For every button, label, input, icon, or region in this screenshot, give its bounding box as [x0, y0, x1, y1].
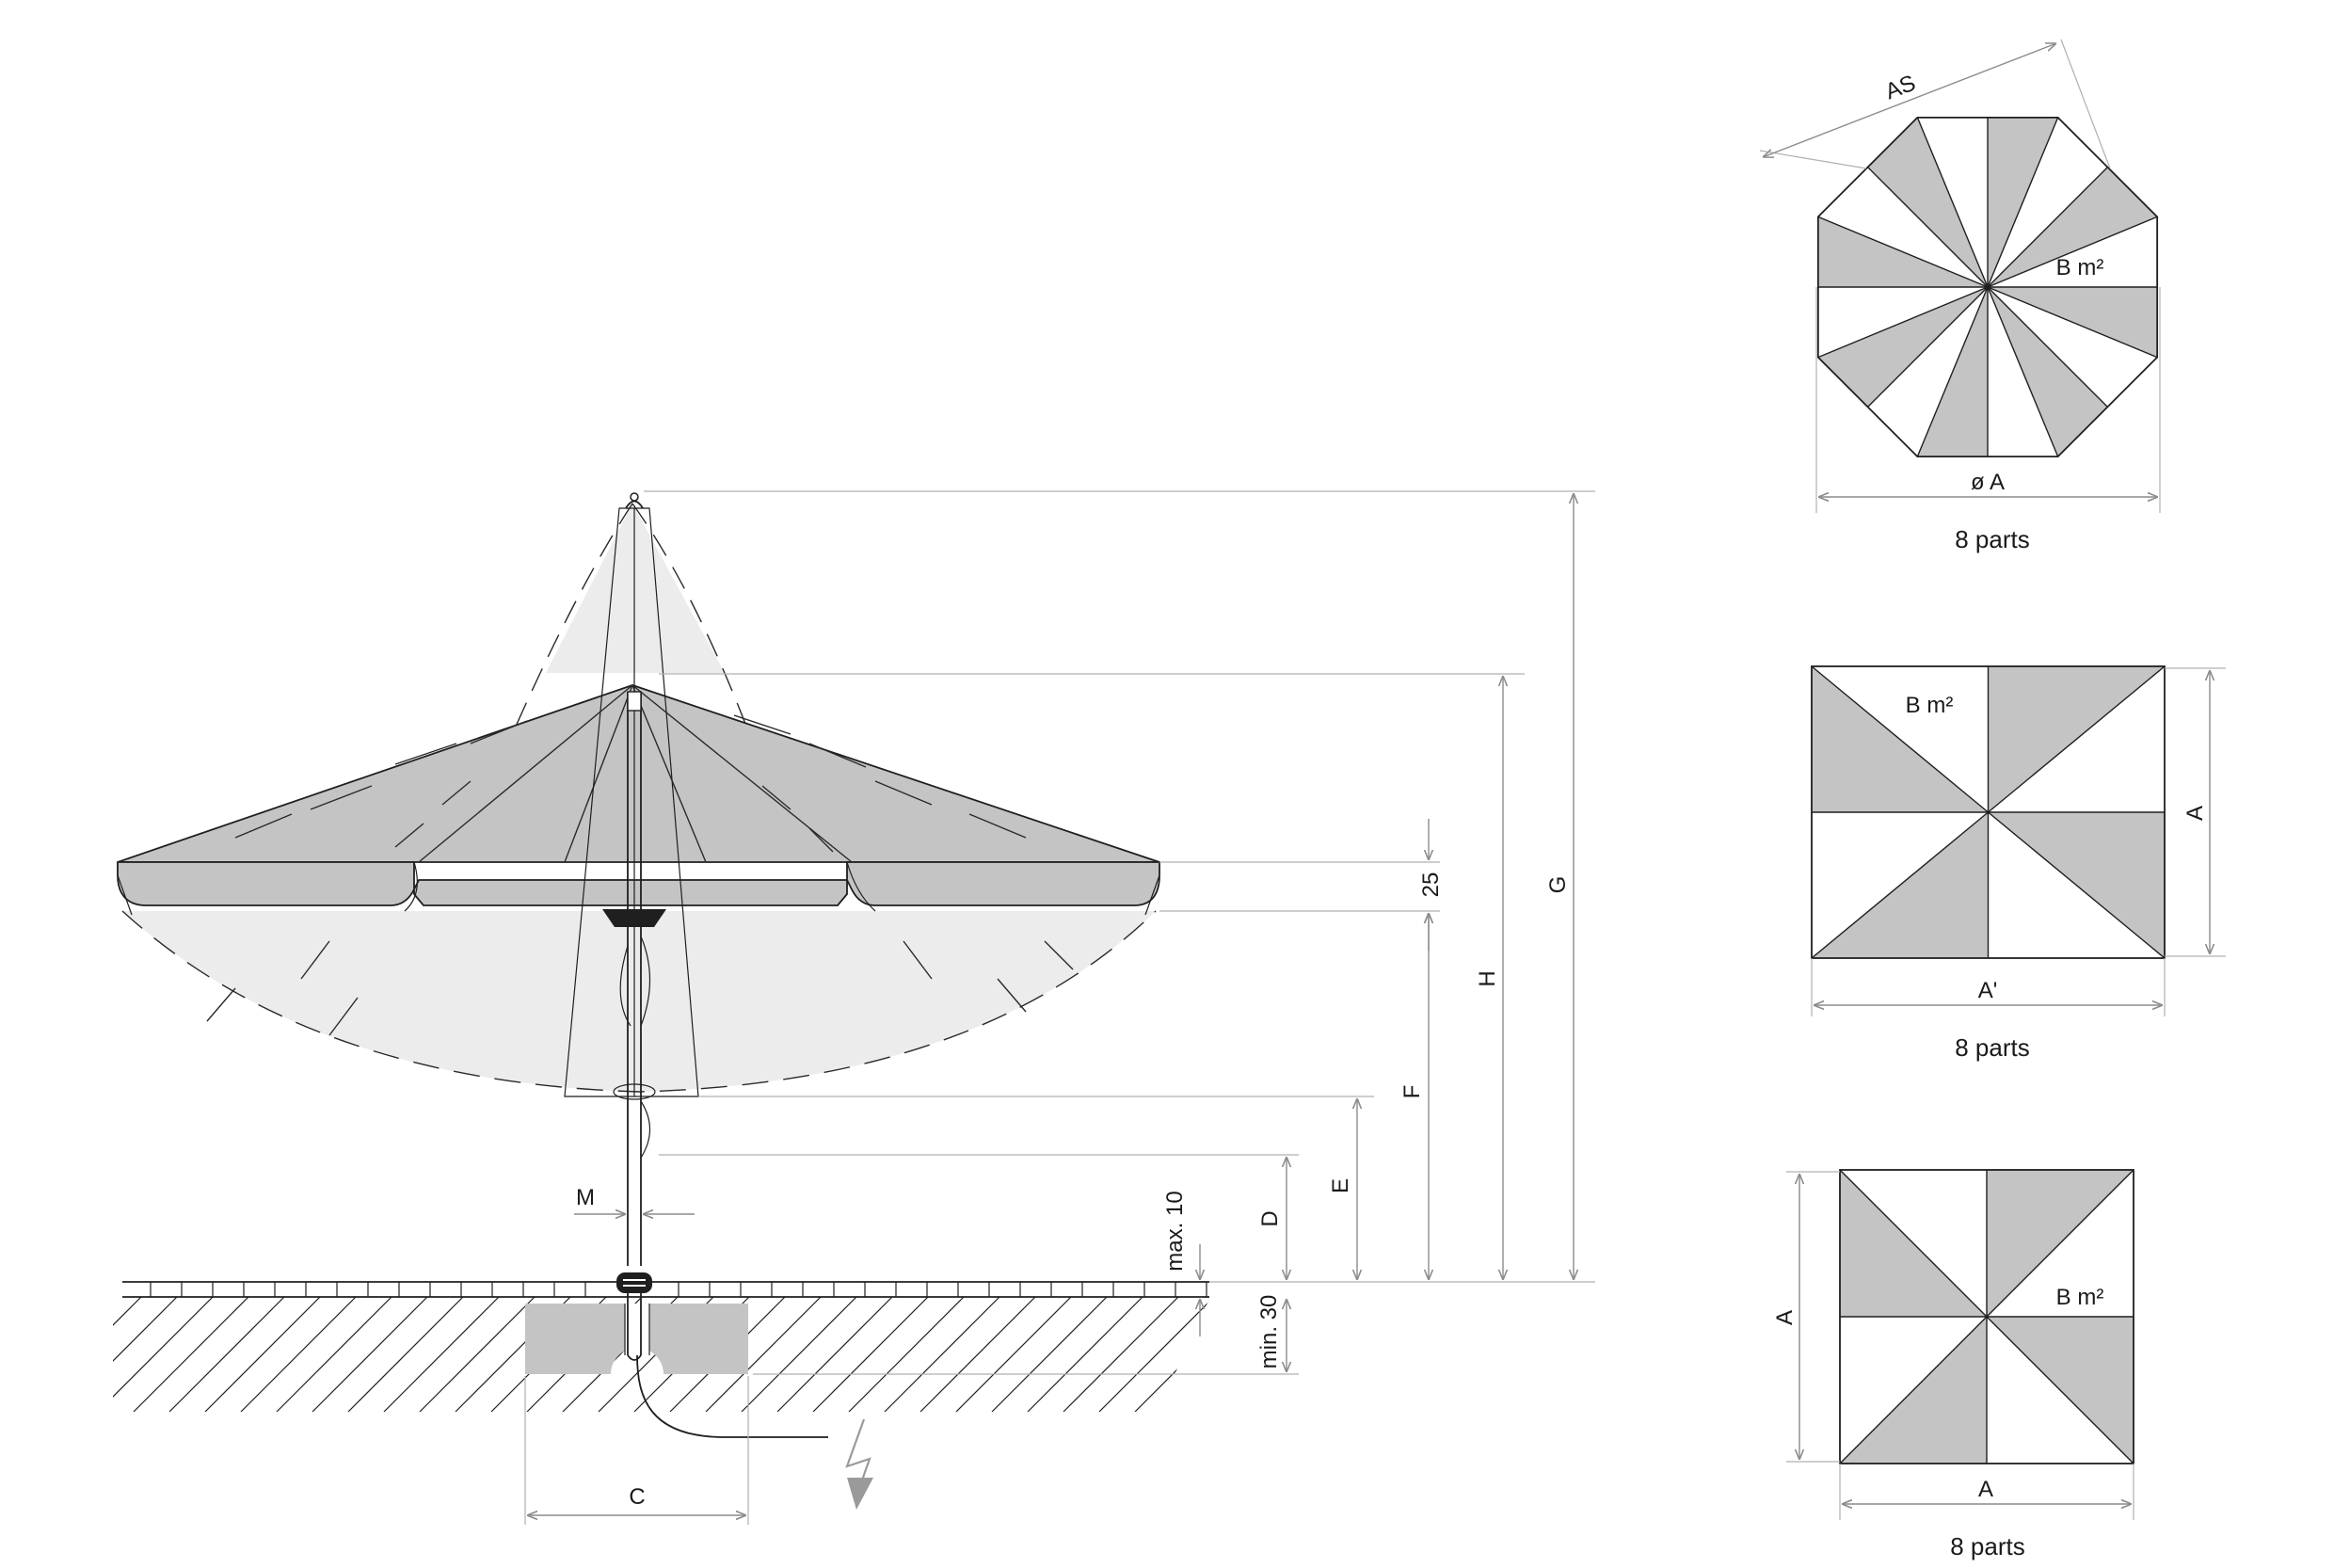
dim-label-M: M: [576, 1185, 595, 1210]
hatch-line: [312, 1297, 428, 1412]
plan-seam: [1839, 1316, 1988, 1464]
hatch-line: [955, 1297, 1072, 1412]
plan-seam: [1988, 811, 2166, 959]
canopy-swing-outline: [121, 910, 1157, 1093]
octagon-rib: [1987, 286, 2059, 457]
hatch-line: [383, 1297, 500, 1412]
foundation-block: [525, 1304, 748, 1374]
closed-shading: [546, 504, 725, 673]
square-width-label: A: [1978, 1477, 1993, 1502]
octagon-panel: [1988, 167, 2158, 287]
hatch-line: [1098, 1297, 1209, 1412]
hatch-line: [1063, 1297, 1179, 1412]
dim-label-25: 25: [1418, 872, 1444, 898]
hatch-line: [812, 1297, 929, 1412]
pavement: [122, 1281, 1209, 1298]
octagon-plan-view: AS B m² ø A 8 parts: [1759, 39, 2161, 553]
octagon-seam: [1867, 167, 1989, 288]
dim-label-E: E: [1328, 1178, 1353, 1193]
hatch-line: [848, 1297, 965, 1412]
square-area-label: B m²: [2056, 1285, 2104, 1310]
hatch-line: [776, 1297, 893, 1412]
octagon-diameter-label: ø A: [1971, 470, 2005, 495]
dim-label-D: D: [1257, 1210, 1283, 1226]
plan-seam: [1811, 811, 1989, 959]
canopy-shading: [122, 911, 1156, 1092]
hatch-line: [419, 1297, 536, 1412]
hatch-line: [919, 1297, 1036, 1412]
hatch-line: [204, 1297, 321, 1412]
octagon-seam: [1987, 286, 2108, 408]
hatch-line: [113, 1297, 178, 1412]
square-height-label: A: [1772, 1310, 1798, 1325]
octagon-seam: [1987, 167, 2108, 288]
hatch-line: [113, 1297, 142, 1412]
octagon-panel: [1817, 287, 1988, 408]
octagon-rib: [1817, 216, 1989, 288]
octagon-area-label: B m²: [2056, 255, 2104, 280]
lightning-icon: [845, 1418, 873, 1510]
octagon-side-label: AS: [1882, 71, 1920, 105]
octagon-seam: [1867, 286, 1989, 408]
plan-seam: [1811, 665, 1989, 813]
hatch-line: [168, 1297, 285, 1412]
hatch-line: [1027, 1297, 1143, 1412]
square-plan-view: B m² A A 8 parts: [1772, 1169, 2134, 1560]
plan-seam: [1986, 1169, 2134, 1318]
octagon-rib: [1916, 286, 1989, 457]
dim-label-C: C: [629, 1484, 645, 1510]
hatch-line: [276, 1297, 392, 1412]
hatch-line: [884, 1297, 1000, 1412]
octagon-caption: 8 parts: [1955, 525, 2030, 553]
plan-seam: [1988, 665, 2166, 813]
hatch-line: [705, 1297, 822, 1412]
octagon-rib: [1987, 286, 2158, 359]
hatch-line: [133, 1297, 249, 1412]
ground-socket: [616, 1272, 652, 1293]
hatch-line: [1134, 1297, 1209, 1412]
hatch-line: [347, 1297, 464, 1412]
plan-seam: [1839, 1169, 1988, 1318]
dim-label-G: G: [1545, 876, 1571, 894]
canopy-valance: [117, 861, 1160, 906]
pole: [602, 691, 666, 1361]
rectangle-caption: 8 parts: [1955, 1033, 2030, 1062]
octagon-panel: [1867, 117, 1988, 287]
dim-label-F: F: [1399, 1085, 1425, 1099]
hatch-line: [113, 1297, 214, 1412]
square-caption: 8 parts: [1950, 1532, 2025, 1560]
octagon-rib: [1987, 216, 2158, 288]
octagon-rib: [1817, 286, 1989, 359]
hatch-line: [991, 1297, 1108, 1412]
rectangle-area-label: B m²: [1906, 693, 1954, 718]
canopy: [117, 684, 1160, 863]
hatch-line: [741, 1297, 857, 1412]
dim-label-max-10: max. 10: [1162, 1191, 1188, 1271]
hatch-line: [240, 1297, 357, 1412]
rectangle-height-label: A: [2182, 806, 2208, 821]
finial: [625, 492, 644, 509]
dim-label-H: H: [1475, 970, 1500, 986]
plan-seam: [1986, 1316, 2134, 1464]
dim-label-min-30: min. 30: [1256, 1295, 1282, 1369]
octagon-panel: [1988, 287, 2108, 457]
power-cable: [636, 1354, 828, 1438]
rectangle-plan-view: B m² A A' 8 parts: [1811, 665, 2226, 1062]
rectangle-width-label: A': [1978, 978, 1998, 1003]
umbrella-side-view: G H F E D 25 max. 10 min. 30 M C: [113, 490, 1595, 1525]
